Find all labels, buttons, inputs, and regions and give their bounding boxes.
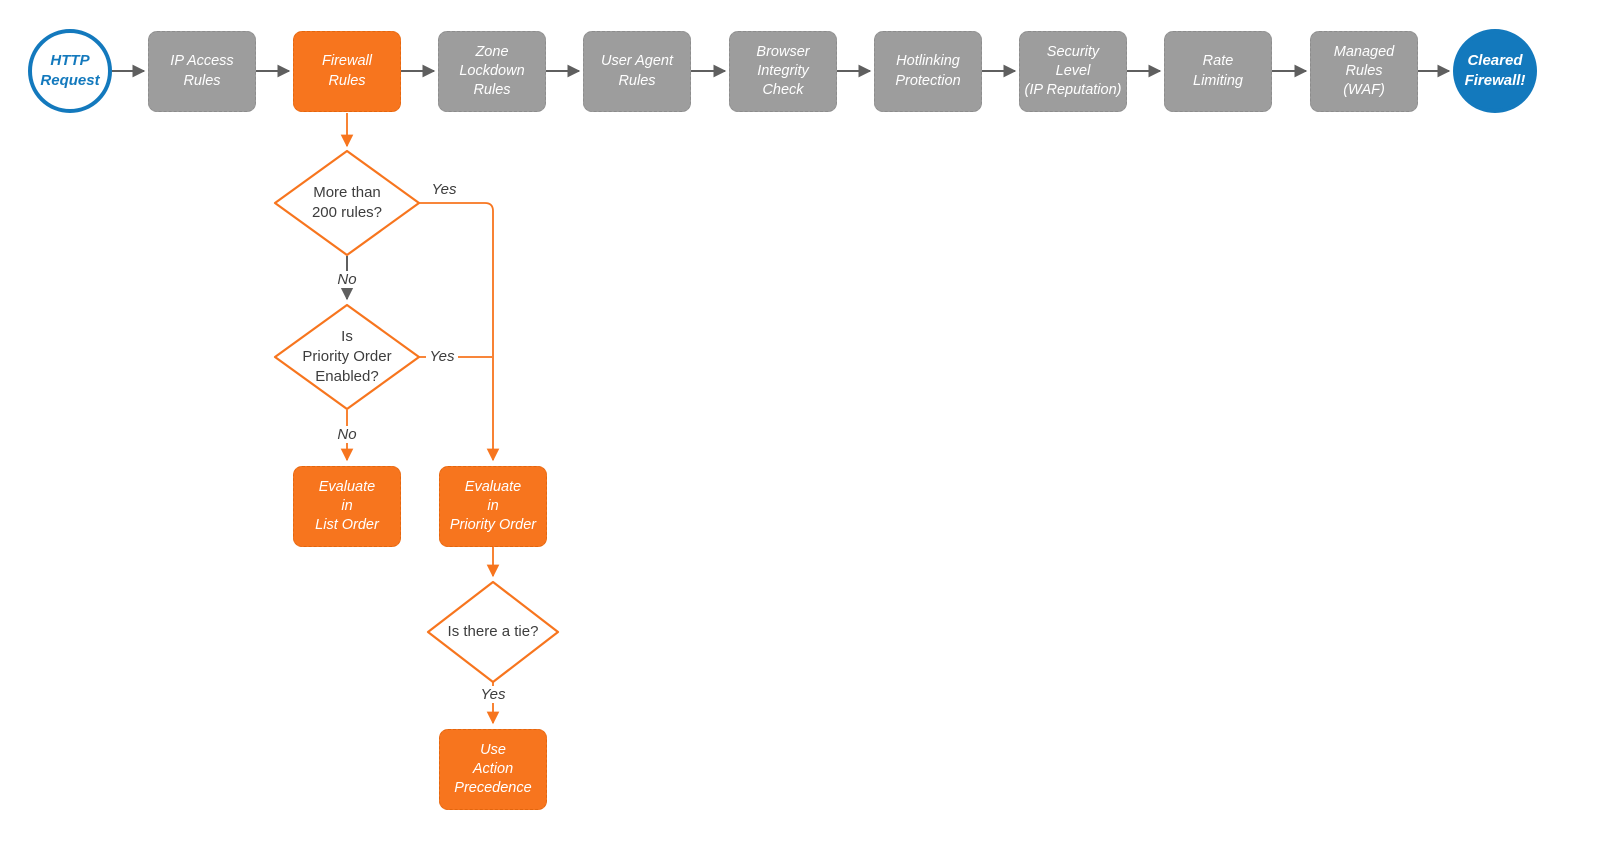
decision-priority-order-label: Is Priority Order Enabled?	[302, 328, 392, 385]
node-label: Evaluate in List Order	[315, 478, 379, 534]
node-zone-lockdown-rules: Zone Lockdown Rules	[438, 31, 546, 112]
node-label: HTTP Request	[40, 52, 100, 89]
node-label: Hotlinking Protection	[895, 53, 961, 89]
node-use-action-precedence: Use Action Precedence	[439, 729, 547, 810]
node-http-request: HTTP Request	[28, 29, 112, 113]
edge-label-yes-3: Yes	[473, 684, 513, 704]
node-browser-integrity-check: Browser Integrity Check	[729, 31, 837, 112]
node-label: Use Action Precedence	[454, 741, 532, 797]
node-label: Firewall Rules	[322, 53, 372, 89]
edge-label-no-1: No	[327, 269, 367, 289]
node-label: Zone Lockdown Rules	[459, 43, 525, 99]
edge-decision1-yes	[419, 202, 500, 462]
node-label: IP Access Rules	[170, 53, 234, 89]
edge-label-yes-1: Yes	[431, 180, 457, 198]
node-managed-rules-waf: Managed Rules (WAF)	[1310, 31, 1418, 112]
node-firewall-rules: Firewall Rules	[293, 31, 401, 112]
node-hotlinking-protection: Hotlinking Protection	[874, 31, 982, 112]
node-label: Rate Limiting	[1193, 53, 1243, 89]
node-ip-access-rules: IP Access Rules	[148, 31, 256, 112]
node-label: Security Level (IP Reputation)	[1024, 43, 1122, 99]
edge-label-no-2: No	[327, 424, 367, 444]
node-user-agent-rules: User Agent Rules	[583, 31, 691, 112]
node-label: Evaluate in Priority Order	[449, 478, 537, 534]
node-label: User Agent Rules	[601, 53, 673, 89]
node-evaluate-list-order: Evaluate in List Order	[293, 466, 401, 547]
node-label: Managed Rules (WAF)	[1333, 43, 1395, 99]
node-rate-limiting: Rate Limiting	[1164, 31, 1272, 112]
node-label: Cleared Firewall!	[1464, 52, 1526, 89]
node-evaluate-priority-order: Evaluate in Priority Order	[439, 466, 547, 547]
node-security-level: Security Level (IP Reputation)	[1019, 31, 1127, 112]
edge-label-yes-2: Yes	[422, 346, 462, 366]
decision-more-than-200-label: More than 200 rules?	[311, 184, 383, 221]
node-label: Browser Integrity Check	[756, 43, 810, 99]
node-cleared-firewall: Cleared Firewall!	[1453, 29, 1537, 113]
decision-tie-label: Is there a tie?	[447, 623, 539, 641]
